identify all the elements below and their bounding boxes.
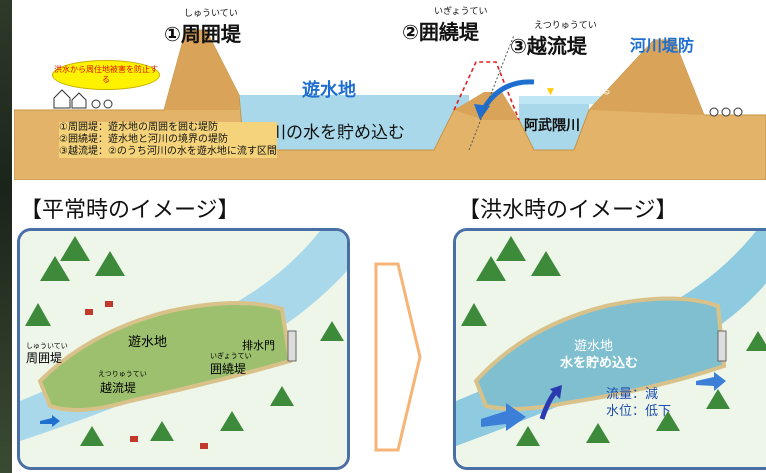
river-surface [519,96,654,104]
normal-card: 遊水地 排水門 しゅういてい 周囲堤 いぎょうてい 囲繞堤 えつりゅうてい 越流… [17,228,350,470]
overflow-arrow-head [474,104,490,120]
houses [85,301,208,449]
normal-map [20,231,347,467]
normal-dike2-ruby: いぎょうてい [210,352,252,360]
normal-heading: 【平常時のイメージ】 [20,198,240,223]
basin-label: 遊水地 [302,80,356,101]
flow-arrow [40,415,60,427]
drain-label: 排水門 [242,339,275,352]
water-level-text: 水位が下がる [556,87,611,97]
water-level-note: ▼ 水位が下がる [547,84,611,97]
water-level-icon: ▼ [547,87,554,97]
dike3-ruby: えつりゅうてい [534,21,597,31]
river-dike-shape [589,40,704,115]
cross-section: 洪水から周住地被害を防止する しゅういてい ①周囲堤 いぎょうてい ②囲繞堤 え… [14,0,766,180]
trees [25,236,344,446]
normal-dike2-label: 囲繞堤 [210,362,247,376]
legend-item: ①周囲堤：遊水地の周囲を囲む堤防 [59,122,218,133]
pointer-line [468,34,515,151]
river-dike-label: 河川堤防 [630,36,695,55]
legend-item: ③越流堤：②のうち河川の水を遊水地に流す区間 [59,146,277,157]
store-label: 川の水を貯め込む [269,123,405,143]
dike1-ruby: しゅういてい [184,9,238,19]
legend: ①周囲堤：遊水地の周囲を囲む堤防 ②囲繞堤：遊水地と河川の境界の堤防 ③越流堤：… [59,122,277,158]
flood-card: 遊水地 水を貯め込む 流量：減 水位：低下 [453,228,766,470]
dike1-shape [164,30,239,110]
normal-dike3-ruby: えつりゅうてい [98,370,147,378]
legend-item: ②囲繞堤：遊水地と河川の境界の堤防 [59,134,228,145]
transition-arrow-shape [374,262,422,452]
dike1-label: ①周囲堤 [164,22,241,46]
flood-trees [461,236,766,446]
basin-water [239,95,469,155]
flood-basin-label: 遊水地 [574,339,614,354]
normal-dike3-label: 越流堤 [100,381,137,395]
houses-left [53,89,113,109]
inflow-arrow [481,403,526,431]
dike2-label: ②囲繞堤 [402,20,479,44]
outflow-arrow [696,372,726,391]
flood-store-label: 水を貯め込む [560,356,639,371]
drain-gate [287,330,297,362]
level-label: 水位：低下 [606,404,672,419]
flow-label: 流量：減 [606,387,659,402]
dike2-ruby: いぎょうてい [434,7,488,17]
divert-arrow-head [550,385,562,399]
flood-heading: 【洪水時のイメージ】 [458,198,678,223]
flood-map [456,231,766,467]
basin-field [37,300,293,412]
normal-dike1-label: 周囲堤 [26,351,63,365]
note-oval: 洪水から周住地被害を防止する [52,60,160,90]
normal-dike1-ruby: しゅういてい [26,342,68,350]
flood-drain-gate [717,330,727,362]
photo-strip [0,0,14,473]
dike3-label: ③越流堤 [510,34,587,58]
transition-arrow [374,262,422,452]
normal-basin-label: 遊水地 [128,335,168,350]
river-name: 阿武隈川 [524,118,580,134]
houses-right [709,107,743,117]
